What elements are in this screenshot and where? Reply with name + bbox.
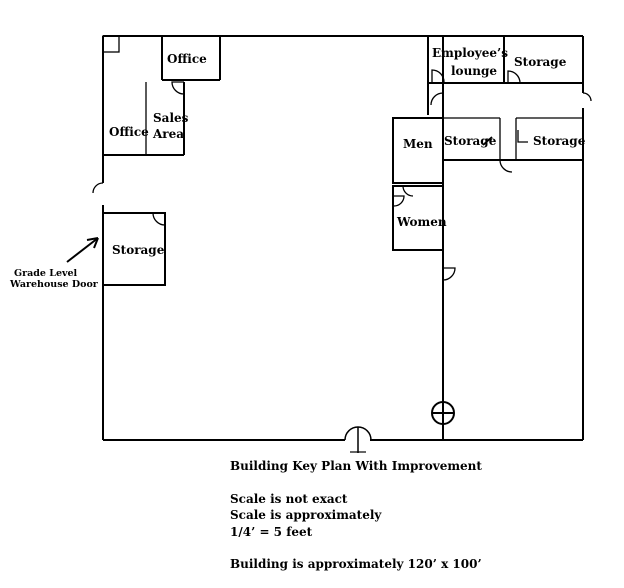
- label-door-2: Warehouse Door: [9, 279, 99, 290]
- label-employees-2: lounge: [451, 64, 497, 78]
- label-men: Men: [403, 137, 433, 151]
- door-swing-storage-left: [152, 212, 166, 226]
- label-storage-top-right: Storage: [514, 55, 567, 69]
- middle-storage-row: [443, 92, 592, 173]
- label-sales-1: Sales: [153, 111, 189, 125]
- door-swing-women: [402, 185, 414, 197]
- door-swing-men: [430, 92, 444, 106]
- door-swing-central: [442, 267, 456, 281]
- restrooms: [392, 92, 444, 251]
- notes-title: Building Key Plan With Improvement: [230, 459, 482, 473]
- label-door-1: Grade Level: [14, 268, 78, 279]
- notes-scale-3: 1/4’ = 5 feet: [230, 524, 313, 539]
- upper-right-rooms: [427, 36, 583, 115]
- notes-scale-1: Scale is not exact: [230, 491, 348, 506]
- door-swing-lounge: [431, 69, 445, 83]
- label-office-left: Office: [109, 125, 149, 139]
- label-office-top: Office: [167, 52, 207, 66]
- label-women: Women: [396, 215, 447, 229]
- small-arrow-icon: [482, 136, 493, 146]
- bottom-door-symbol-icon: [344, 426, 372, 453]
- storage-left-room: [102, 212, 166, 286]
- door-swing-right-edge: [582, 92, 592, 102]
- outer-walls: [102, 35, 584, 441]
- door-swing-storage-right: [517, 130, 528, 143]
- label-storage-mid-1: Storage: [444, 134, 497, 148]
- notes-scale-2: Scale is approximately: [230, 508, 382, 522]
- column-symbol-icon: [431, 401, 455, 425]
- warehouse-door-arrow-icon: [66, 237, 99, 263]
- door-swing-storage-top: [507, 70, 521, 84]
- door-swing-warehouse: [92, 182, 104, 194]
- label-storage-left: Storage: [112, 243, 165, 257]
- label-employees-1: Employee’s: [432, 46, 508, 60]
- door-swing-storage-mid: [499, 159, 513, 173]
- office-sales-block: [103, 36, 221, 156]
- plan-notes: Building Key Plan With Improvement Scale…: [230, 458, 482, 573]
- door-swing-office: [171, 81, 185, 95]
- notes-building-size: Building is approximately 120’ x 100’: [230, 557, 482, 571]
- label-storage-mid-2: Storage: [533, 134, 586, 148]
- door-swing-restroom: [393, 195, 405, 207]
- corner-mark: [102, 35, 120, 53]
- label-sales-2: Area: [152, 127, 184, 141]
